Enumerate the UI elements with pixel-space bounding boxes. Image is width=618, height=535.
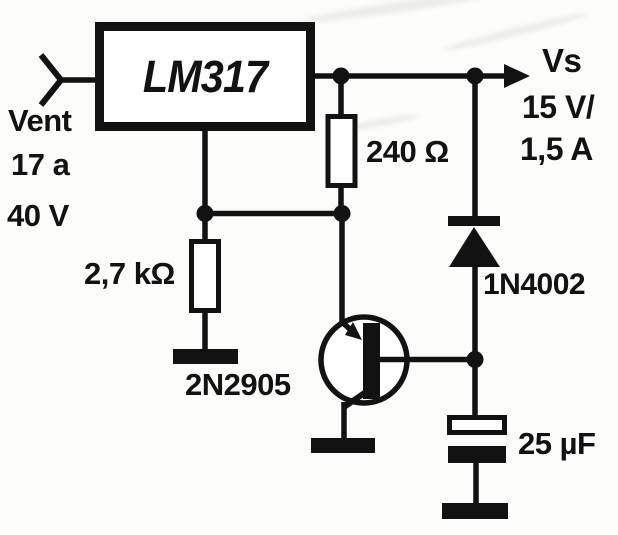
- resistor-240-label: 240 Ω: [366, 134, 449, 169]
- output-label-name: Vs: [542, 42, 582, 79]
- input-label-voltage: 40 V: [7, 198, 69, 233]
- output-label-voltage: 15 V/: [522, 89, 595, 125]
- diode-cathode-bar: [448, 216, 500, 226]
- output-arrow-icon: [504, 64, 530, 88]
- capacitor-symbol: [442, 359, 508, 519]
- ground-icon: [311, 438, 375, 453]
- ground-icon: [442, 503, 508, 519]
- emitter-arrow-icon: [345, 322, 362, 340]
- capacitor-label: 25 µF: [518, 426, 596, 461]
- output-label-current: 1,5 A: [520, 131, 593, 167]
- resistor-2k7-label: 2,7 kΩ: [84, 256, 175, 291]
- resistor-240-symbol: [325, 76, 358, 214]
- transistor-base-bar: [363, 323, 380, 399]
- diode-triangle: [449, 227, 500, 267]
- ground-icon: [173, 349, 238, 364]
- input-label-name: Vent: [8, 103, 72, 138]
- diode-label: 1N4002: [483, 268, 586, 301]
- ic-label: LM317: [142, 50, 268, 102]
- diode-1n4002-symbol: [448, 76, 500, 368]
- transistor-label: 2N2905: [185, 367, 291, 402]
- resistor-2k7-symbol: [173, 213, 238, 364]
- input-label-range: 17 a: [11, 147, 70, 182]
- transistor-2n2905-symbol: [311, 213, 475, 453]
- input-connector-icon: [38, 53, 97, 107]
